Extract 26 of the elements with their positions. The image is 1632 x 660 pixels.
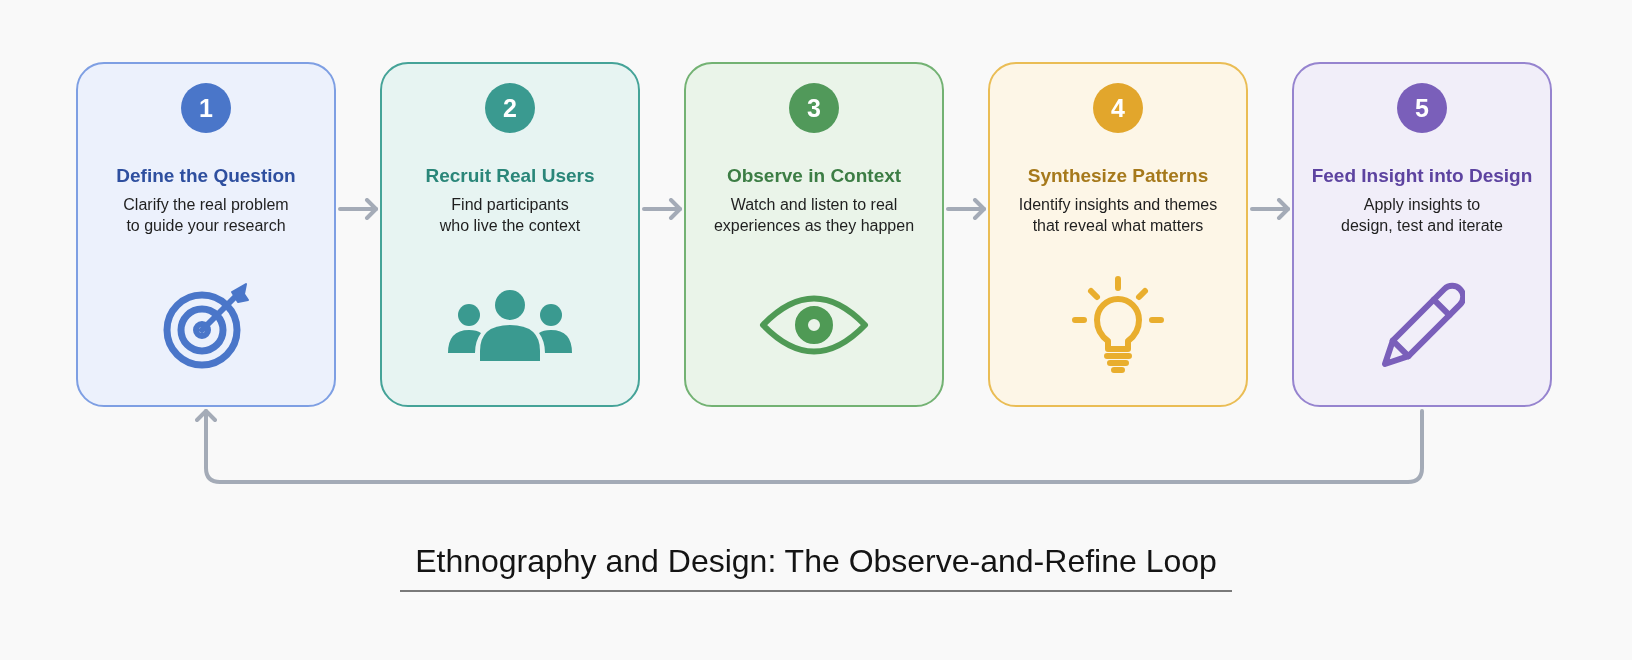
step-card (380, 62, 640, 407)
step-card (684, 62, 944, 407)
step-number: 1 (181, 83, 231, 133)
step-title: Observe in Context (726, 164, 902, 188)
arrow (1250, 198, 1290, 220)
arrow (642, 198, 682, 220)
step-title: Recruit Real Users (425, 164, 595, 188)
step-number: 4 (1093, 83, 1143, 133)
step-title: Feed Insight into Design (1311, 164, 1533, 188)
step-number: 3 (789, 83, 839, 133)
step-card (76, 62, 336, 407)
step-description: Apply insights to design, test and iterate (1340, 195, 1504, 236)
step-title: Define the Question (116, 164, 296, 188)
arrow (338, 198, 378, 220)
step-description: Find participants who live the context (438, 195, 582, 236)
arrow (195, 409, 1424, 484)
step-card (988, 62, 1248, 407)
diagram-title: Ethnography and Design: The Observe-and-Refine Loop (400, 542, 1232, 592)
step-description: Watch and listen to real experiences as they happen (712, 195, 916, 236)
step-title: Synthesize Patterns (1027, 164, 1209, 188)
step-description: Identify insights and themes that reveal what matters (1017, 195, 1219, 236)
step-number: 5 (1397, 83, 1447, 133)
step-description: Clarify the real problem to guide your research (122, 195, 290, 236)
arrow (946, 198, 986, 220)
step-card (1292, 62, 1552, 407)
step-number: 2 (485, 83, 535, 133)
